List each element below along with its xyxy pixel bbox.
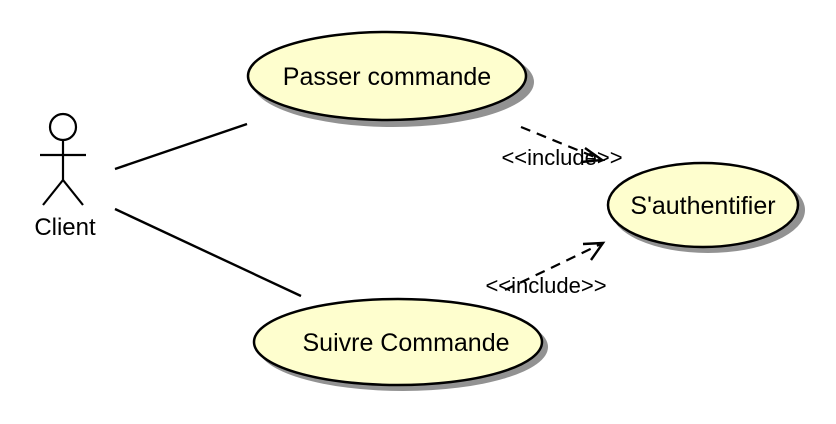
actor-label: Client bbox=[34, 214, 96, 241]
actor-head bbox=[48, 112, 78, 142]
include-bottom-line bbox=[504, 242, 604, 291]
actor-client: Client bbox=[34, 112, 96, 241]
use-case-passer-commande: Passer commande bbox=[246, 30, 534, 127]
use-case-suivre-commande: Suivre Commande bbox=[252, 297, 548, 391]
use-case-ellipse bbox=[246, 30, 528, 122]
association-client-suivre bbox=[114, 207, 302, 298]
actor-right-leg bbox=[62, 179, 84, 206]
include-top-label: <<include>> bbox=[501, 145, 622, 170]
use-case-ellipse bbox=[252, 297, 544, 387]
include-relation-top: <<include>> bbox=[501, 125, 623, 170]
use-case-sauthentifier: S'authentifier bbox=[606, 161, 805, 253]
actor-left-leg bbox=[42, 179, 64, 206]
include-top-arrowhead bbox=[580, 147, 606, 164]
include-relation-bottom: <<include>> bbox=[485, 241, 607, 298]
include-top-line bbox=[520, 125, 603, 162]
use-case-label: Suivre Commande bbox=[302, 329, 509, 357]
use-case-ellipse bbox=[606, 161, 800, 249]
include-bottom-label: <<include>> bbox=[485, 273, 606, 298]
use-case-label: Passer commande bbox=[283, 63, 491, 91]
include-bottom-arrowhead bbox=[582, 241, 606, 261]
association-client-passer bbox=[114, 122, 248, 171]
use-case-label: S'authentifier bbox=[630, 192, 775, 220]
